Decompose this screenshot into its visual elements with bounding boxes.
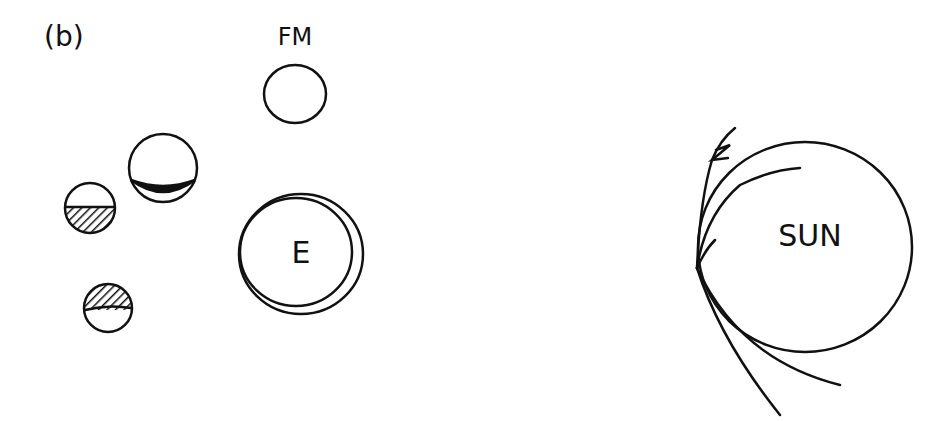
sun-ray [712,145,730,160]
moon-shadow [131,180,195,192]
moon-terminator [85,306,131,310]
moon-terminator [66,206,114,209]
circle-outline [239,194,363,314]
moon-phase [129,134,197,202]
circle-outline [264,65,326,123]
sun-label: SUN [735,200,885,270]
circle-outline [698,142,912,352]
moon-phase [84,284,132,332]
moon-phase [65,183,115,233]
panel-label: (b) [44,20,84,53]
earth-outline [240,198,352,306]
moon-shadow [84,284,132,310]
moon-label: FM [250,20,340,54]
sun-circle: SUN [695,140,917,354]
earth-circle: E [236,192,366,316]
moon-shadow [65,206,115,233]
sun-ray [697,268,840,385]
earth-label: E [256,222,346,282]
full-moon-circle: FM [250,20,340,124]
